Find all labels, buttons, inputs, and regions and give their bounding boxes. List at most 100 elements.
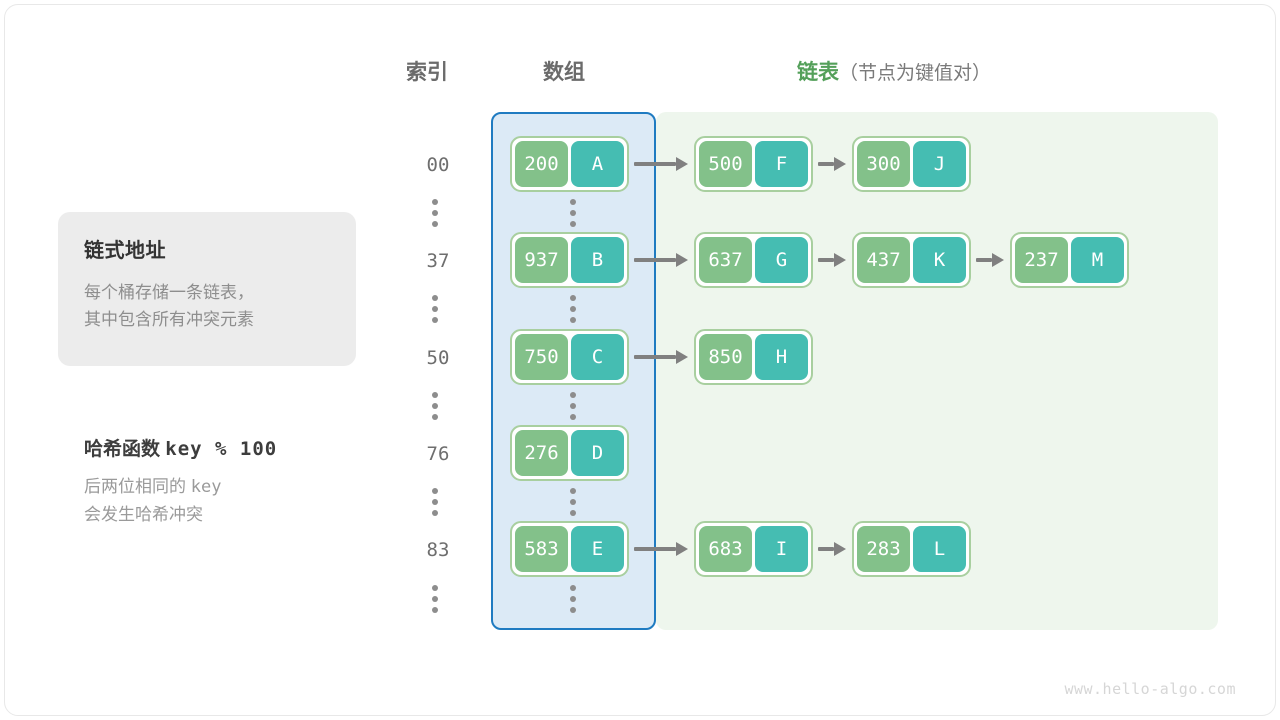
arrow-shaft	[818, 162, 834, 166]
vertical-ellipsis	[569, 392, 577, 420]
node-key-cell: 300	[857, 141, 910, 187]
node-key-cell: 500	[699, 141, 752, 187]
watermark: www.hello-algo.com	[1064, 680, 1236, 698]
column-header-linkedlist: 链表（节点为键值对）	[797, 56, 991, 86]
vertical-ellipsis	[431, 488, 439, 516]
node-key-cell: 283	[857, 526, 910, 572]
bucket-index-label: 37	[426, 250, 450, 272]
arrow-shaft	[634, 258, 676, 262]
info-card-line-2: 其中包含所有冲突元素	[84, 310, 254, 329]
node-key-cell: 237	[1015, 237, 1068, 283]
ellipsis-dot	[432, 596, 438, 602]
vertical-ellipsis	[431, 295, 439, 323]
arrow-shaft	[634, 547, 676, 551]
node-value-cell: K	[913, 237, 966, 283]
arrow-shaft	[634, 355, 676, 359]
ellipsis-dot	[432, 403, 438, 409]
node-value-cell: L	[913, 526, 966, 572]
ellipsis-dot	[570, 488, 576, 494]
bucket-index-label: 50	[426, 347, 450, 369]
arrow-shaft	[818, 258, 834, 262]
ellipsis-dot	[432, 199, 438, 205]
ellipsis-dot	[432, 488, 438, 494]
hash-note-line-1-code: key	[190, 477, 222, 497]
node-key-cell: 276	[515, 430, 568, 476]
node-key-cell: 683	[699, 526, 752, 572]
ellipsis-dot	[570, 210, 576, 216]
vertical-ellipsis	[431, 392, 439, 420]
arrow-head	[676, 253, 688, 267]
ellipsis-dot	[570, 585, 576, 591]
bucket-index-label: 76	[426, 443, 450, 465]
next-pointer-arrow	[818, 157, 846, 171]
ellipsis-dot	[570, 295, 576, 301]
info-card-line-1: 每个桶存储一条链表，	[84, 283, 254, 302]
ellipsis-dot	[432, 221, 438, 227]
node-value-cell: M	[1071, 237, 1124, 283]
ellipsis-dot	[570, 596, 576, 602]
node-key-cell: 637	[699, 237, 752, 283]
ellipsis-dot	[570, 392, 576, 398]
hash-note-line-1-text: 后两位相同的	[84, 477, 186, 496]
next-pointer-arrow	[634, 253, 688, 267]
next-pointer-arrow	[634, 157, 688, 171]
arrow-head	[676, 350, 688, 364]
node-value-cell: B	[571, 237, 624, 283]
column-header-index: 索引	[406, 61, 448, 84]
node-value-cell: G	[755, 237, 808, 283]
node-key-cell: 437	[857, 237, 910, 283]
node-value-cell: F	[755, 141, 808, 187]
bucket-index-label: 00	[426, 154, 450, 176]
node-key-cell: 850	[699, 334, 752, 380]
vertical-ellipsis	[569, 199, 577, 227]
node-key-cell: 200	[515, 141, 568, 187]
vertical-ellipsis	[569, 585, 577, 613]
ellipsis-dot	[432, 499, 438, 505]
hash-function-title-text: 哈希函数	[84, 439, 161, 460]
column-header-linkedlist-note: （节点为键值对）	[839, 63, 992, 84]
arrow-head	[676, 157, 688, 171]
node-value-cell: E	[571, 526, 624, 572]
vertical-ellipsis	[431, 585, 439, 613]
ellipsis-dot	[432, 392, 438, 398]
next-pointer-arrow	[976, 253, 1004, 267]
bucket-index-label: 83	[426, 539, 450, 561]
node-value-cell: D	[571, 430, 624, 476]
ellipsis-dot	[570, 510, 576, 516]
vertical-ellipsis	[569, 488, 577, 516]
node-value-cell: H	[755, 334, 808, 380]
vertical-ellipsis	[569, 295, 577, 323]
info-card: 链式地址 每个桶存储一条链表， 其中包含所有冲突元素	[58, 212, 356, 366]
column-header-linkedlist-label: 链表	[797, 61, 839, 84]
node-key-cell: 750	[515, 334, 568, 380]
arrow-shaft	[976, 258, 992, 262]
node-value-cell: A	[571, 141, 624, 187]
arrow-head	[834, 253, 846, 267]
ellipsis-dot	[570, 607, 576, 613]
column-header-array: 数组	[543, 61, 585, 84]
ellipsis-dot	[432, 295, 438, 301]
ellipsis-dot	[432, 585, 438, 591]
ellipsis-dot	[432, 510, 438, 516]
arrow-head	[676, 542, 688, 556]
ellipsis-dot	[570, 221, 576, 227]
arrow-shaft	[634, 162, 676, 166]
ellipsis-dot	[570, 199, 576, 205]
arrow-shaft	[818, 547, 834, 551]
ellipsis-dot	[432, 317, 438, 323]
ellipsis-dot	[432, 607, 438, 613]
node-key-cell: 937	[515, 237, 568, 283]
